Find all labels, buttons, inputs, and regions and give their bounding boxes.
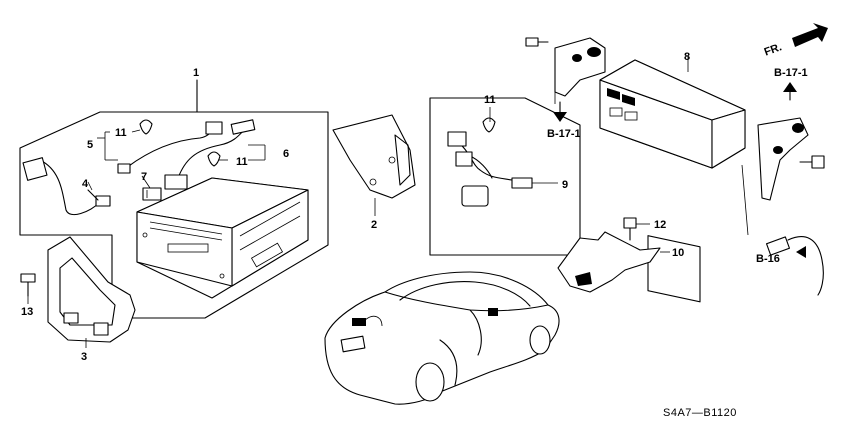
callout-11-c: 11 — [484, 94, 496, 106]
nav-unit-group — [19, 79, 329, 319]
bracket-10 — [557, 231, 670, 293]
callout-6: 6 — [283, 148, 289, 160]
callout-labels: 1 2 3 4 5 6 7 8 9 10 11 11 11 12 13 — [21, 51, 690, 363]
leaders-group1 — [87, 129, 266, 191]
diagram-code: S4A7—B1120 — [663, 407, 737, 419]
front-arrow — [792, 23, 828, 47]
callout-4: 4 — [82, 178, 89, 190]
callout-8: 8 — [684, 51, 690, 63]
clip-11b — [207, 151, 221, 167]
callout-10: 10 — [672, 247, 684, 259]
navigation-unit — [136, 177, 309, 299]
bracket-top-center — [525, 37, 606, 122]
antenna-cable — [741, 164, 824, 296]
callout-9: 9 — [562, 179, 568, 191]
callout-11-b: 11 — [236, 156, 248, 168]
vehicle-illustration — [324, 271, 560, 405]
harness-4 — [22, 157, 111, 216]
ref-b16: B-16 — [756, 253, 780, 265]
ref-b17-1-right: B-17-1 — [774, 67, 808, 79]
ref-b17-1-center: B-17-1 — [547, 128, 581, 140]
callout-1: 1 — [193, 67, 199, 79]
bracket-right — [757, 82, 825, 201]
harness-5 — [117, 121, 223, 174]
bracket-2 — [332, 114, 416, 216]
harness-6 — [164, 119, 256, 190]
harness-9-group — [429, 97, 581, 256]
bolt-13 — [20, 273, 36, 304]
callout-11-a: 11 — [115, 127, 127, 139]
bracket-3 — [47, 236, 136, 348]
callout-12: 12 — [654, 219, 666, 231]
connector-7 — [142, 187, 162, 201]
bolt-12 — [623, 217, 650, 241]
callout-7: 7 — [141, 171, 147, 183]
callout-2: 2 — [371, 219, 377, 231]
clip-11a — [139, 119, 153, 135]
callout-5: 5 — [87, 139, 93, 151]
callout-13: 13 — [21, 306, 33, 318]
reference-labels: B-17-1 B-17-1 B-16 FR. S4A7—B1120 — [547, 41, 808, 419]
display-unit-8 — [599, 56, 746, 303]
front-label: FR. — [763, 41, 784, 58]
callout-3: 3 — [81, 351, 87, 363]
